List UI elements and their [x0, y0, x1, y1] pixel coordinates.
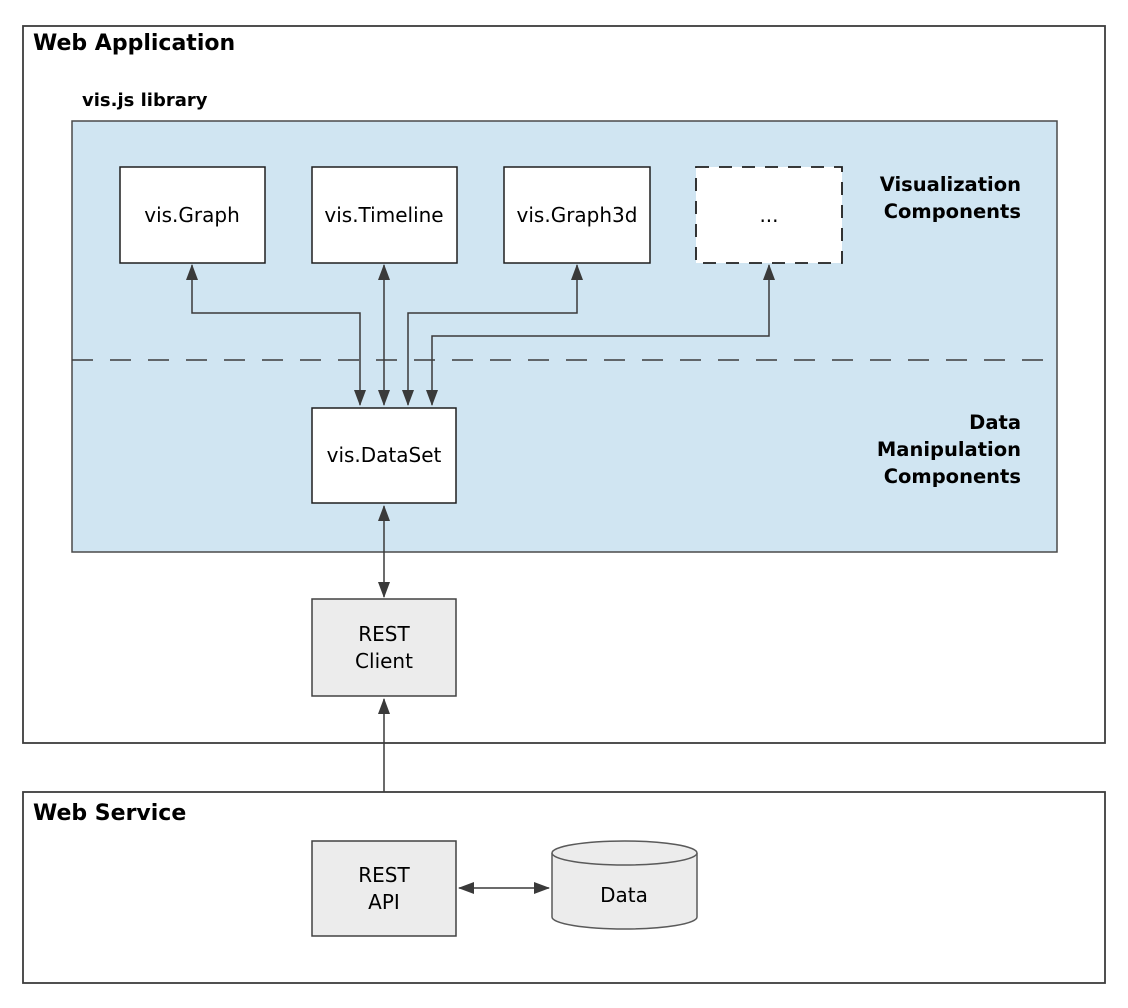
connector-graph-dataset	[186, 264, 366, 406]
connector-more-dataset	[426, 264, 775, 406]
visjs-library-label: vis.js library	[82, 90, 208, 111]
box-vis-dataset-label: vis.DataSet	[327, 443, 442, 467]
data-cylinder-body	[551, 853, 698, 930]
box-rest-api-label-line1: REST	[358, 863, 410, 887]
box-vis-graph-label: vis.Graph	[144, 203, 240, 227]
label-visualization-line1: Visualization	[880, 173, 1021, 196]
data-cylinder: Data	[551, 840, 698, 930]
web-application-title: Web Application	[33, 31, 235, 56]
data-cylinder-top	[551, 840, 698, 866]
box-rest-api	[311, 840, 457, 937]
data-store-label: Data	[600, 883, 648, 907]
label-data-manipulation-line1: Data	[969, 411, 1021, 434]
box-rest-client-label-line2: Client	[355, 649, 413, 673]
web-service-title: Web Service	[33, 801, 186, 826]
label-data-manipulation-components: Data Manipulation Components	[877, 411, 1021, 488]
box-rest-client	[311, 598, 457, 697]
box-more-components	[695, 166, 843, 264]
label-data-manipulation-line3: Components	[884, 465, 1021, 488]
box-vis-graph3d	[503, 166, 651, 264]
box-vis-dataset	[311, 407, 457, 504]
box-vis-timeline-label: vis.Timeline	[324, 203, 443, 227]
box-rest-api-label-line2: API	[368, 890, 400, 914]
box-vis-timeline	[311, 166, 458, 264]
box-rest-client-label-line1: REST	[358, 622, 410, 646]
box-vis-graph	[119, 166, 266, 264]
box-vis-graph3d-label: vis.Graph3d	[517, 203, 638, 227]
label-visualization-line2: Components	[884, 200, 1021, 223]
label-data-manipulation-line2: Manipulation	[877, 438, 1021, 461]
label-visualization-components: Visualization Components	[880, 173, 1021, 223]
box-more-components-label: ...	[759, 203, 778, 227]
